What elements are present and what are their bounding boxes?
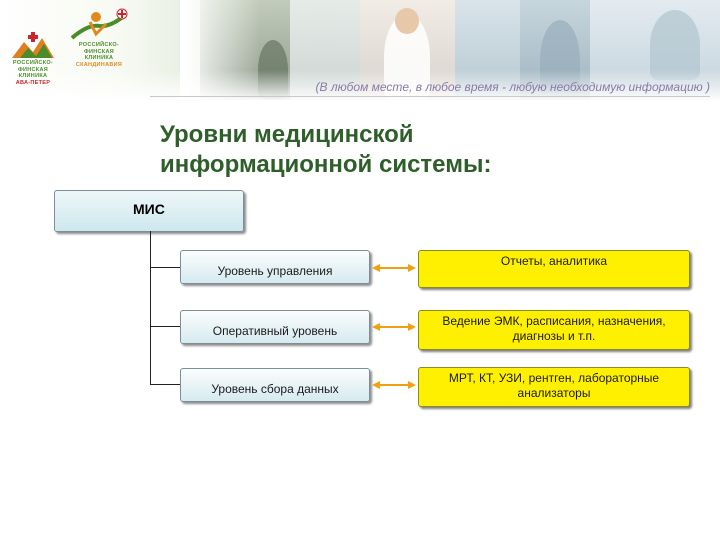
detail-box-reports: Отчеты, аналитика xyxy=(418,250,690,288)
mis-root-label: МИС xyxy=(133,201,165,217)
photo-figure xyxy=(650,10,700,80)
mis-root-box: МИС xyxy=(54,190,244,232)
detail-box-devices: МРТ, КТ, УЗИ, рентген, лабораторные анал… xyxy=(418,367,690,407)
tree-connector-branch xyxy=(150,326,180,327)
tree-connector-branch xyxy=(150,267,180,268)
tree-connector-vertical xyxy=(150,231,151,385)
level-label: Оперативный уровень xyxy=(212,324,338,338)
level-label: Уровень сбора данных xyxy=(211,382,339,396)
double-arrow-icon xyxy=(372,323,416,331)
scandinavia-logo-text: РОССИЙСКО-ФИНСКАЯ КЛИНИКА СКАНДИНАВИЯ xyxy=(66,42,132,68)
doctor-head xyxy=(395,8,419,34)
detail-text: Ведение ЭМК, расписания, назначения, диа… xyxy=(442,314,666,343)
header-divider xyxy=(150,96,710,97)
ava-peter-logo: РОССИЙСКО-ФИНСКАЯ КЛИНИКА АВА-ПЕТЕР xyxy=(6,30,60,86)
slide-title-line-1: Уровни медицинской xyxy=(160,121,414,148)
level-box-operational: Оперативный уровень xyxy=(180,310,370,344)
double-arrow-icon xyxy=(372,381,416,389)
scandinavia-logo-icon xyxy=(70,8,128,40)
logo-line: РОССИЙСКО-ФИНСКАЯ xyxy=(12,60,54,73)
ava-peter-logo-icon xyxy=(12,32,54,58)
level-label: Уровень управления xyxy=(217,264,333,278)
detail-box-emr: Ведение ЭМК, расписания, назначения, диа… xyxy=(418,310,690,350)
slide-title: Уровни медицинской информационной систем… xyxy=(160,120,680,180)
logo-line: РОССИЙСКО-ФИНСКАЯ xyxy=(78,42,120,55)
tagline: (В любом месте, в любое время - любую не… xyxy=(315,80,710,94)
logo-line: КЛИНИКА xyxy=(18,73,48,79)
logo-line: АВА-ПЕТЕР xyxy=(15,79,51,86)
logo-line: КЛИНИКА xyxy=(84,55,114,61)
detail-text: Отчеты, аналитика xyxy=(500,254,608,268)
double-arrow-icon xyxy=(372,264,416,272)
level-box-management: Уровень управления xyxy=(180,250,370,284)
tree-connector-branch xyxy=(150,384,180,385)
header-banner: РОССИЙСКО-ФИНСКАЯ КЛИНИКА АВА-ПЕТЕР РОСС… xyxy=(0,0,720,100)
logo-line: СКАНДИНАВИЯ xyxy=(75,61,123,68)
scandinavia-logo: РОССИЙСКО-ФИНСКАЯ КЛИНИКА СКАНДИНАВИЯ xyxy=(66,8,132,70)
level-box-data-collection: Уровень сбора данных xyxy=(180,368,370,402)
detail-text: МРТ, КТ, УЗИ, рентген, лабораторные анал… xyxy=(448,371,660,400)
ava-peter-logo-text: РОССИЙСКО-ФИНСКАЯ КЛИНИКА АВА-ПЕТЕР xyxy=(6,60,60,86)
slide-title-line-2: информационной системы: xyxy=(160,151,492,178)
banner-fade xyxy=(0,70,720,100)
